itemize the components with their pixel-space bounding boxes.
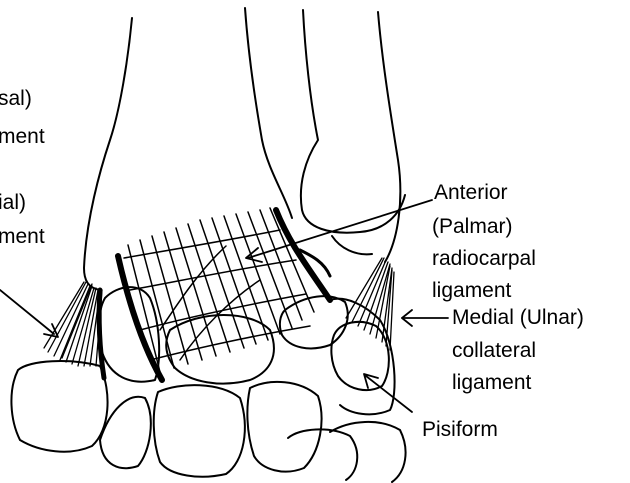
ulna-bone-outline [301,10,405,233]
label-anterior-radiocarpal-line2: (Palmar) [432,214,513,240]
label-radial-collateral-line2: ment [0,224,45,250]
ulna-head-notch [332,236,372,254]
metacarpal-base [288,429,357,480]
label-dorsal-ligament-line1: sal) [0,86,32,112]
metacarpal-base-5 [330,422,406,482]
pisiform-bone [331,322,389,390]
pointer-pisiform [366,376,412,412]
medial-collateral-fibers [346,258,394,350]
label-medial-collateral-line3: ligament [452,370,531,396]
radius-bone-outline [84,18,132,290]
pointer-radial-collateral [0,290,54,334]
label-medial-collateral-line2: collateral [452,338,536,364]
trapezium-bone [11,361,107,452]
lunate-bone [166,315,274,384]
label-anterior-radiocarpal-line3: radiocarpal [432,246,536,272]
label-radial-collateral-line1: ial) [0,190,26,216]
radius-bone-outline-right [245,8,292,218]
label-anterior-radiocarpal-line1: Anterior [434,180,508,206]
label-dorsal-ligament-line2: ment [0,124,45,150]
label-medial-collateral-line1: Medial (Ulnar) [452,305,584,331]
label-pisiform: Pisiform [422,417,498,443]
capitate-bone [154,385,245,477]
label-anterior-radiocarpal-line4: ligament [432,278,511,304]
ulna-bone-outline-right [378,12,400,262]
hamate-bone [247,382,321,472]
